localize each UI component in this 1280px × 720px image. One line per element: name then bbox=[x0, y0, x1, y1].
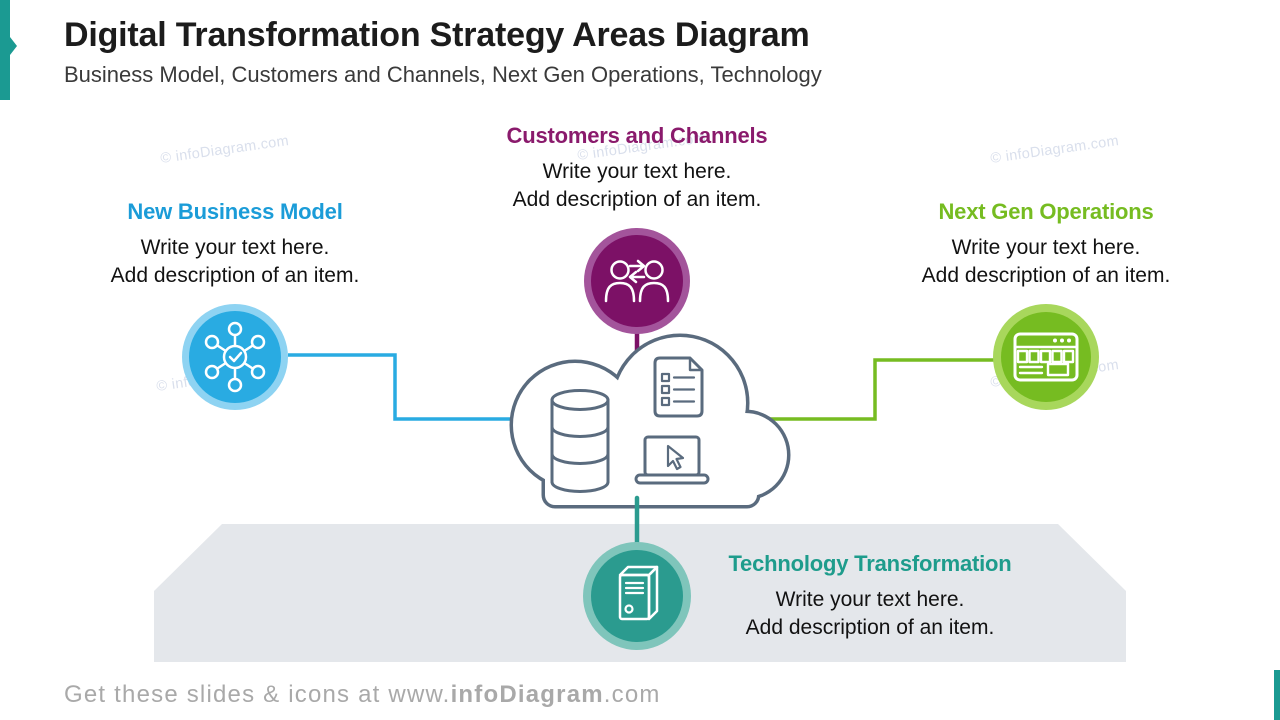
page-title: Digital Transformation Strategy Areas Di… bbox=[64, 16, 810, 54]
area-desc-line1: Write your text here. bbox=[542, 160, 732, 183]
area-desc-line2: Add description of an item. bbox=[745, 616, 995, 639]
dashboard-browser-icon bbox=[1013, 332, 1079, 382]
cloud-content-icons bbox=[550, 356, 710, 493]
circle-fill bbox=[591, 235, 683, 327]
area-desc-line1: Write your text here. bbox=[140, 236, 330, 259]
bookmark-shape bbox=[0, 0, 17, 100]
network-hub-icon bbox=[204, 321, 266, 393]
footer-brand: infoDiagram bbox=[450, 681, 604, 708]
circle-fill bbox=[591, 550, 683, 642]
footer-suffix: .com bbox=[603, 681, 661, 708]
area-desc-line1: Write your text here. bbox=[775, 588, 965, 611]
area-label-technology: Technology Transformation Write your tex… bbox=[705, 551, 1035, 642]
area-title-business-model: New Business Model bbox=[127, 199, 343, 224]
area-circle-technology bbox=[583, 542, 691, 650]
laptop-cursor-icon bbox=[634, 435, 710, 485]
area-title-technology: Technology Transformation bbox=[728, 551, 1012, 576]
document-checklist-icon bbox=[653, 356, 704, 418]
accent-bookmark bbox=[0, 0, 17, 100]
people-exchange-icon bbox=[604, 259, 670, 303]
area-title-customers: Customers and Channels bbox=[506, 123, 768, 148]
area-title-operations: Next Gen Operations bbox=[938, 199, 1154, 224]
connector-business-model bbox=[288, 353, 516, 421]
area-circle-customers bbox=[584, 228, 690, 334]
area-label-customers: Customers and Channels Write your text h… bbox=[472, 123, 802, 214]
area-label-business-model: New Business Model Write your text here.… bbox=[70, 199, 400, 290]
area-circle-operations bbox=[993, 304, 1099, 410]
area-desc-line2: Add description of an item. bbox=[110, 264, 360, 287]
cloud-icon bbox=[509, 333, 791, 509]
server-tower-icon bbox=[618, 565, 659, 621]
area-circle-business-model bbox=[182, 304, 288, 410]
accent-edge-strip bbox=[1274, 670, 1280, 720]
area-desc-line1: Write your text here. bbox=[951, 236, 1141, 259]
connector-next-gen-operations bbox=[763, 358, 996, 421]
area-desc-line2: Add description of an item. bbox=[921, 264, 1171, 287]
footer-credit: Get these slides & icons at www.infoDiag… bbox=[64, 681, 661, 709]
area-desc-line2: Add description of an item. bbox=[512, 188, 762, 211]
page-subtitle: Business Model, Customers and Channels, … bbox=[64, 62, 822, 87]
area-label-operations: Next Gen Operations Write your text here… bbox=[881, 199, 1211, 290]
database-icon bbox=[550, 389, 610, 493]
slide-header: Digital Transformation Strategy Areas Di… bbox=[64, 12, 822, 90]
footer-prefix: Get these slides & icons at www. bbox=[64, 681, 451, 708]
